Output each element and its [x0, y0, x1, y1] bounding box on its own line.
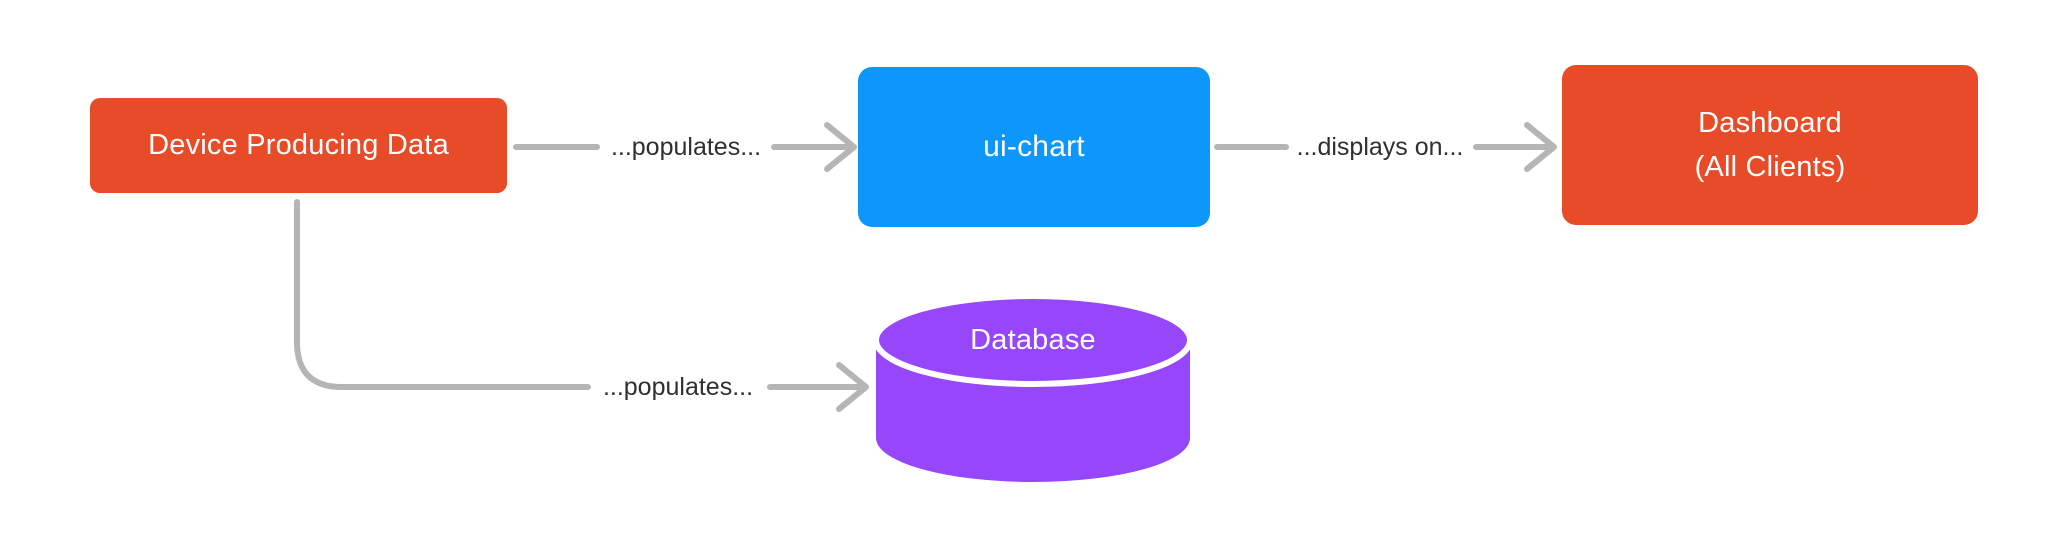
node-device-label: Device Producing Data [148, 129, 449, 162]
node-ui-chart: ui-chart [858, 67, 1210, 227]
node-ui-chart-label: ui-chart [983, 130, 1085, 163]
edge-label-populates-top: ...populates... [610, 132, 762, 161]
edge-label-displays-on: ...displays on... [1296, 132, 1464, 161]
arrowhead-icon [824, 122, 857, 172]
edge-device-to-uichart [513, 122, 857, 172]
arrowhead-icon [1524, 122, 1557, 172]
database-cylinder [873, 293, 1193, 482]
node-dashboard: Dashboard (All Clients) [1562, 65, 1978, 225]
edge-elbow [294, 199, 591, 390]
cylinder-bottom [876, 394, 1190, 482]
cylinder-top [873, 293, 1193, 387]
edge-label-populates-bottom: ...populates... [602, 372, 754, 401]
edge-uichart-to-dashboard [1214, 122, 1557, 172]
node-database-label: Database [970, 323, 1096, 356]
arrowhead-icon [836, 362, 869, 412]
node-dashboard-label-line2: (All Clients) [1694, 151, 1846, 183]
node-dashboard-label-line1: Dashboard [1698, 107, 1842, 139]
edge-device-to-database [294, 199, 869, 412]
node-device-producing-data: Device Producing Data [90, 98, 507, 193]
